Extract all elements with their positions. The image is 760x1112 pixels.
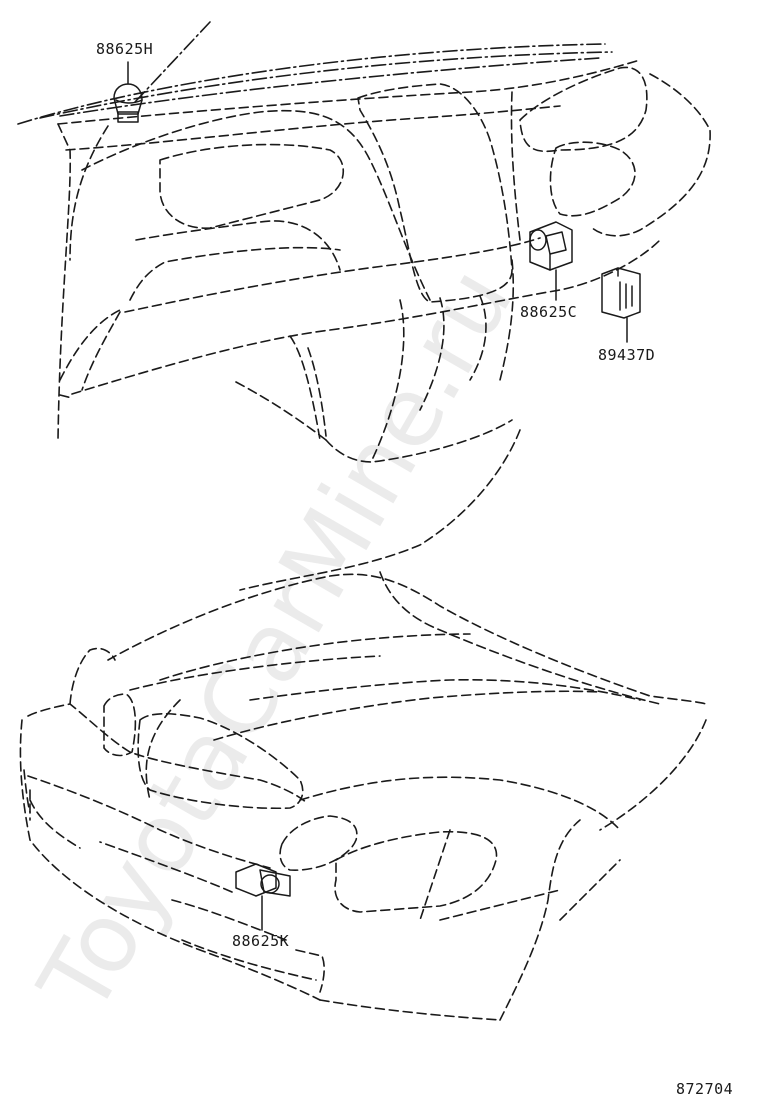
car-front-outline xyxy=(19,571,707,1021)
dashboard-outline xyxy=(17,21,711,591)
sensor-88625h-icon xyxy=(113,61,143,123)
callout-88625h: 88625H xyxy=(96,40,153,58)
callout-89437d: 89437D xyxy=(598,346,655,364)
sensor-88625c-icon xyxy=(529,221,573,301)
callout-88625c: 88625C xyxy=(520,303,577,321)
watermark: ToyotaCarMine.ru xyxy=(17,249,534,1032)
sensor-88625k-icon xyxy=(235,863,291,931)
diagram-number: 872704 xyxy=(676,1080,733,1098)
callout-88625k: 88625K xyxy=(232,932,289,950)
connector-89437d-icon xyxy=(601,267,641,343)
